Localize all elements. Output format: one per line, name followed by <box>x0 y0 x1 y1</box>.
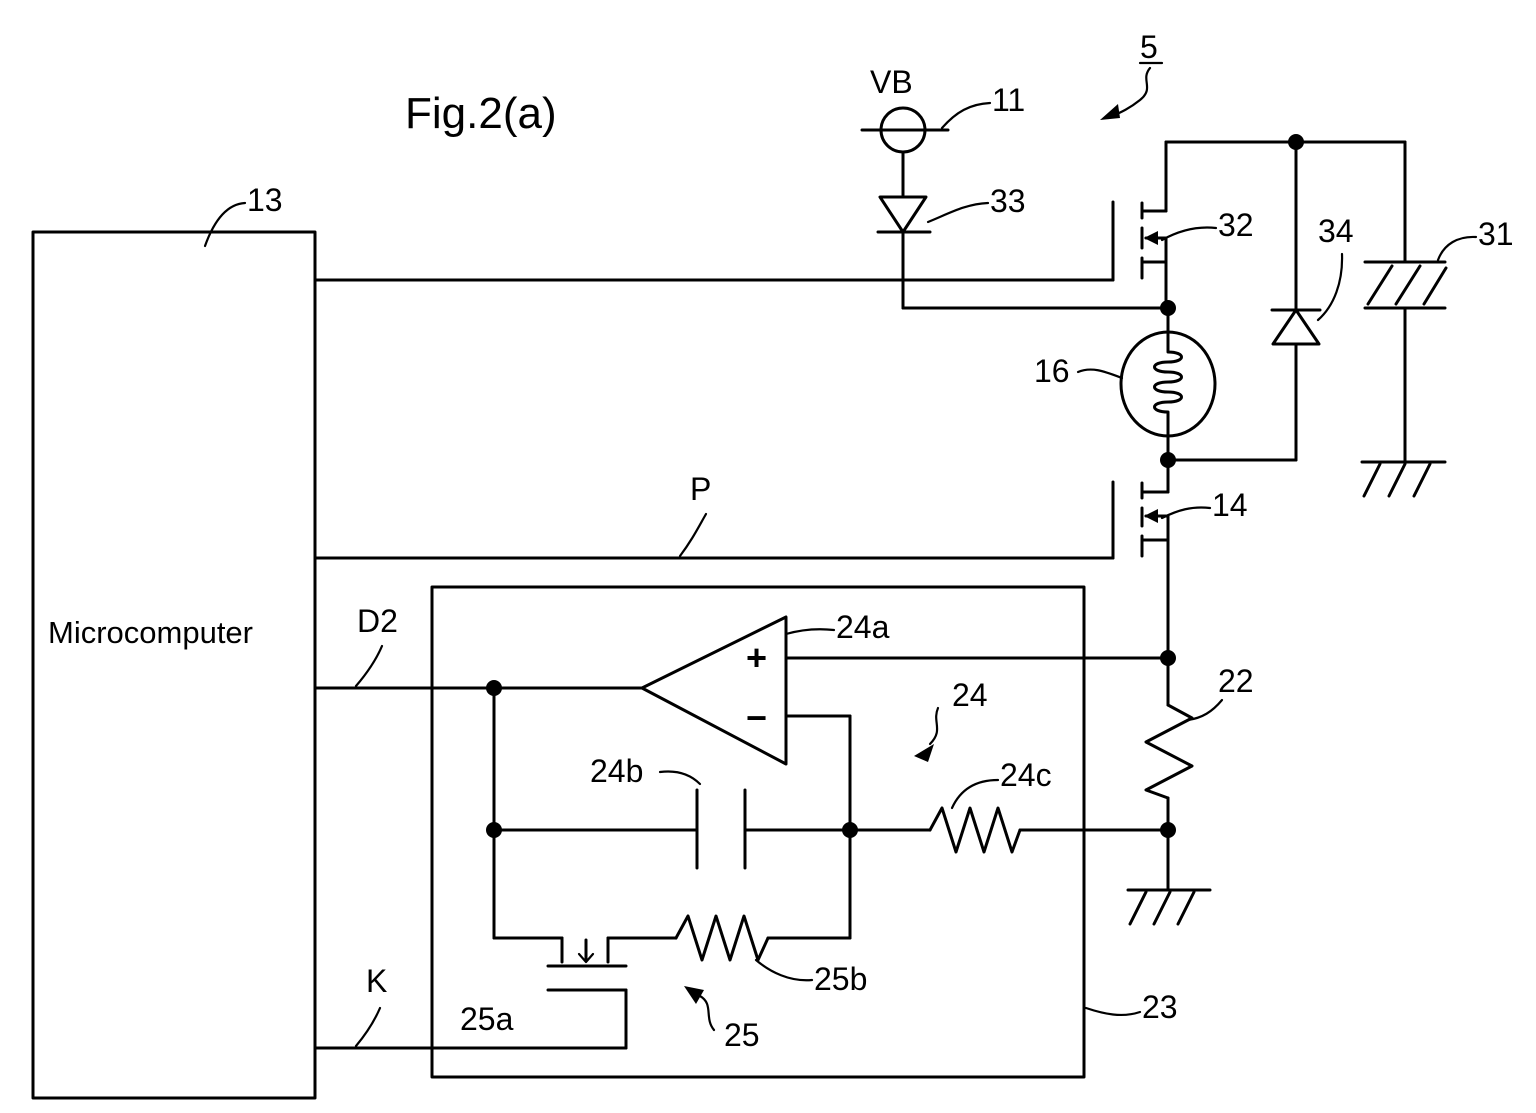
reset-switch-ref: 25a <box>460 1001 514 1037</box>
detector-block: 23 <box>432 587 1178 1077</box>
integrator-leader <box>930 708 938 744</box>
battery-ground-hatch-2 <box>1389 464 1405 496</box>
load-16: 16 <box>1034 300 1215 468</box>
integrator-arrowhead <box>914 744 934 762</box>
reset-ref: 25 <box>724 1017 760 1053</box>
reset-leader <box>700 996 714 1030</box>
diode-34-icon <box>1273 310 1319 344</box>
device-ref: 5 <box>1100 29 1162 120</box>
signal-k-leader <box>356 1008 380 1046</box>
capacitor-24b: 24b <box>486 753 858 868</box>
mosfet-14: 14 <box>315 460 1248 658</box>
supply-ref: 11 <box>992 82 1025 118</box>
reset-resistor-ref: 25b <box>814 961 867 997</box>
signal-p: P <box>680 471 711 556</box>
battery-ground-hatch-1 <box>1364 464 1380 496</box>
microcomputer-leader <box>205 203 245 246</box>
shunt-22: 22 <box>1128 650 1254 924</box>
load-16-ref: 16 <box>1034 353 1070 389</box>
signal-k-label: K <box>366 963 387 999</box>
battery-leader <box>1438 237 1476 260</box>
resistor-24c: 24c <box>850 757 1168 852</box>
device-ref-label: 5 <box>1140 29 1158 65</box>
battery-ref: 31 <box>1478 216 1514 252</box>
reset-circuit-25: 25a 25b 25 <box>315 916 867 1053</box>
load-16-coil-icon <box>1155 338 1182 432</box>
mosfet-14-arrow-icon <box>1144 509 1158 523</box>
signal-p-leader <box>680 514 706 556</box>
ground-hatch-2 <box>1154 892 1170 924</box>
diode-33-icon <box>880 197 926 232</box>
battery-ground-hatch-3 <box>1414 464 1430 496</box>
signal-k: K <box>356 963 387 1046</box>
microcomputer-label: Microcomputer <box>48 615 253 650</box>
shunt-22-resistor-icon <box>1146 705 1192 798</box>
device-ref-arrowhead <box>1100 104 1120 120</box>
supply-label: VB <box>870 64 913 100</box>
reset-resistor-leader <box>756 960 812 980</box>
capacitor-leader <box>660 772 700 785</box>
capacitor-ref: 24b <box>590 753 643 789</box>
mosfet-32-ref: 32 <box>1218 207 1254 243</box>
mosfet-32-leader <box>1162 228 1216 241</box>
battery-31: 31 <box>1362 216 1514 496</box>
diode-34-ref: 34 <box>1318 213 1354 249</box>
resistor-24c-leader <box>952 780 998 808</box>
signal-p-label: P <box>690 471 711 507</box>
diode-34-leader <box>1318 254 1342 320</box>
mosfet-32-arrow-icon <box>1144 231 1158 245</box>
power-supply: VB 11 <box>862 64 1025 195</box>
reset-arrowhead <box>684 986 704 1004</box>
shunt-22-ref: 22 <box>1218 663 1254 699</box>
ground-hatch-3 <box>1178 892 1194 924</box>
battery-hatch-2 <box>1396 266 1420 304</box>
microcomputer-box <box>33 232 315 1098</box>
resistor-24c-ref: 24c <box>1000 757 1052 793</box>
microcomputer-ref: 13 <box>247 182 283 218</box>
diode-33: 33 <box>878 183 1168 308</box>
microcomputer-block: Microcomputer 13 <box>33 182 315 1098</box>
integrator-ref: 24 <box>914 677 988 762</box>
resistor-24c-icon <box>930 808 1020 852</box>
reset-resistor-icon <box>676 916 768 960</box>
supply-leader <box>942 103 990 128</box>
figure-title: Fig.2(a) <box>405 89 557 138</box>
diode-33-ref: 33 <box>990 183 1026 219</box>
battery-hatch-3 <box>1424 268 1446 304</box>
battery-hatch-1 <box>1368 266 1392 304</box>
signal-d2-label: D2 <box>357 603 398 639</box>
signal-d2-leader <box>356 646 382 686</box>
detector-ref: 23 <box>1142 989 1178 1025</box>
mosfet-14-ref: 14 <box>1212 487 1248 523</box>
detector-leader <box>1086 1008 1140 1015</box>
integrator-ref-label: 24 <box>952 677 988 713</box>
opamp-24a: + − 24a <box>642 609 1168 930</box>
opamp-plus-sign: + <box>746 637 767 678</box>
diode-34: 34 <box>1168 142 1354 460</box>
mosfet-32: 32 <box>315 142 1254 308</box>
load-16-leader <box>1078 370 1122 378</box>
top-rail <box>1166 134 1405 262</box>
opamp-leader <box>786 629 834 634</box>
opamp-minus-sign: − <box>746 697 767 738</box>
opamp-ref: 24a <box>836 609 890 645</box>
ground-hatch-1 <box>1130 892 1146 924</box>
diode-33-leader <box>928 203 988 222</box>
